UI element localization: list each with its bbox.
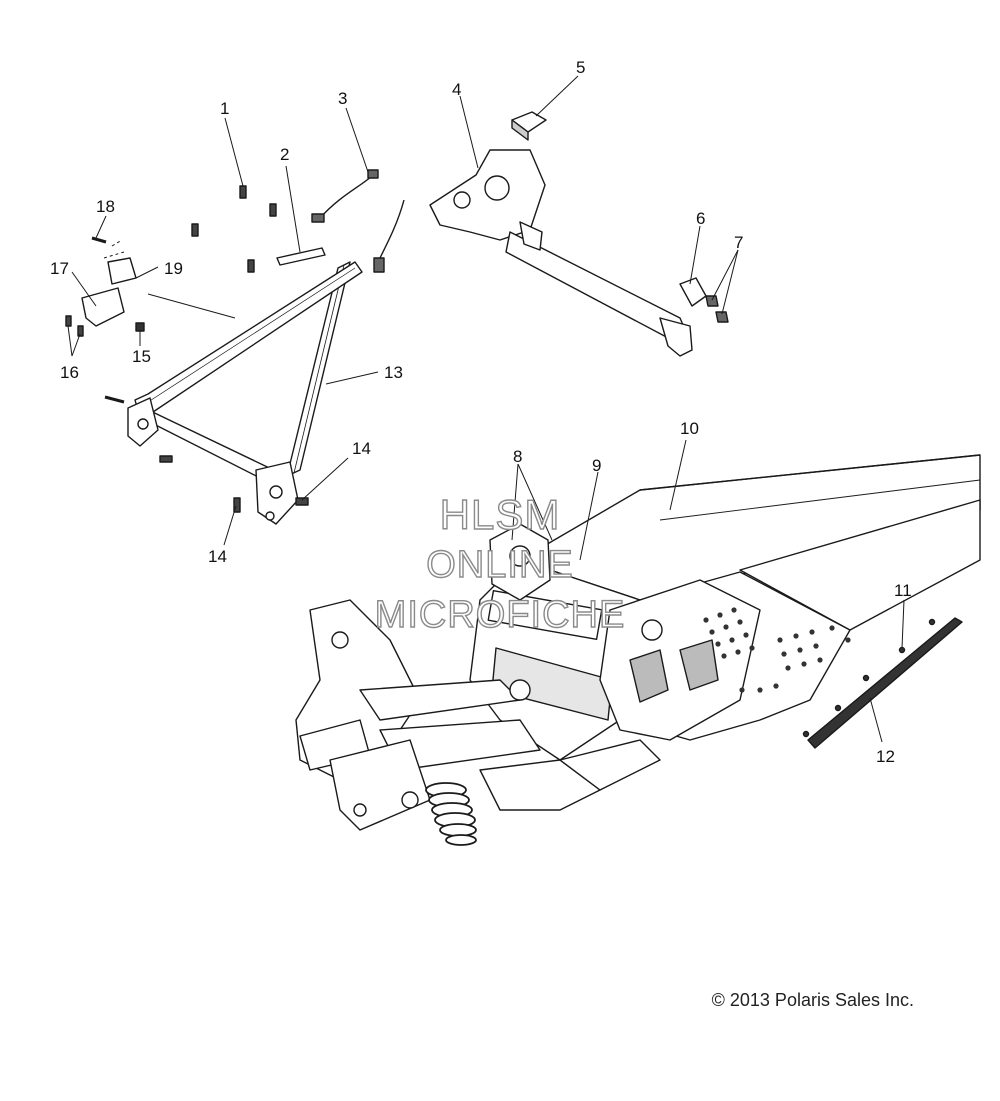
callout-5: 5 [576, 58, 586, 77]
watermark-line-1: HLSM [439, 491, 561, 538]
callout-17: 17 [50, 259, 69, 278]
callout-15: 15 [132, 347, 151, 366]
part-small-bracket [81, 257, 145, 332]
watermark-line-2: ONLINE [426, 544, 574, 586]
part-chassis [295, 454, 981, 846]
copyright-notice: © 2013 Polaris Sales Inc. [711, 990, 914, 1010]
callout-19: 19 [164, 259, 183, 278]
leader-lines [67, 75, 905, 743]
callout-14-left: 14 [208, 547, 227, 566]
callout-11: 11 [894, 581, 912, 600]
callout-2: 2 [280, 145, 290, 164]
callout-18: 18 [96, 197, 115, 216]
callout-1: 1 [220, 99, 230, 118]
callout-16: 16 [60, 363, 79, 382]
callout-14-right: 14 [352, 439, 371, 458]
callout-12: 12 [876, 747, 895, 766]
callout-6: 6 [696, 209, 706, 228]
tunnel-holes [703, 607, 851, 693]
watermark-line-3: MICROFICHE [374, 594, 626, 636]
bolts [65, 185, 309, 513]
part-strip [276, 247, 326, 266]
part-block [511, 111, 547, 141]
part-upper-frame-tube [129, 261, 363, 487]
part-clip-and-nuts [679, 277, 729, 323]
part-rail-strip [802, 617, 963, 749]
callout-3: 3 [338, 89, 348, 108]
part-sensor-harness [311, 169, 405, 273]
callout-7: 7 [734, 233, 744, 252]
callout-9: 9 [592, 456, 602, 475]
part-frame-brackets [127, 397, 299, 525]
callout-10: 10 [680, 419, 699, 438]
callout-4: 4 [452, 80, 462, 99]
callout-13: 13 [384, 363, 403, 382]
part-steering-column [429, 149, 693, 357]
callout-8: 8 [513, 447, 523, 466]
part-steering-bar [286, 261, 351, 477]
